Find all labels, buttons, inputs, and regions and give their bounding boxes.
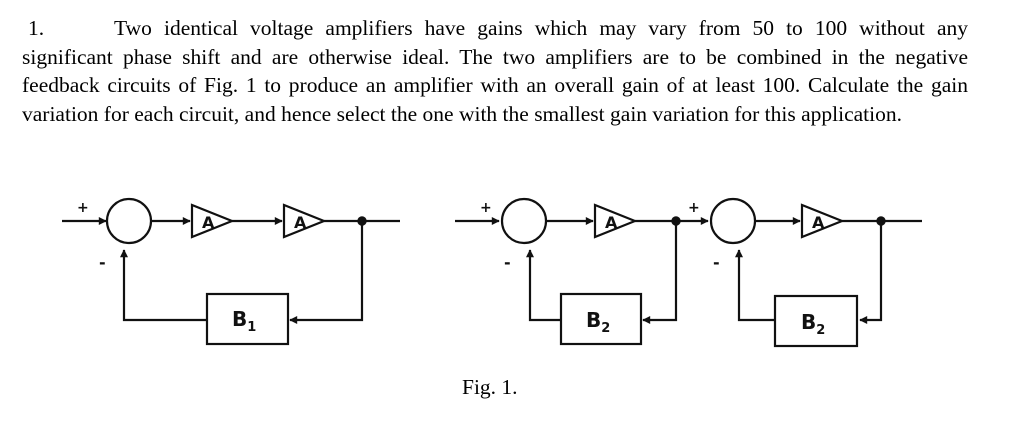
circuit2-amplifier-1 bbox=[593, 203, 638, 239]
circuit2-feedback1-left-path bbox=[526, 249, 561, 322]
circuit2-amplifier-2 bbox=[800, 203, 845, 239]
circuit1-plus-sign: + bbox=[77, 200, 89, 216]
circuit2-minus-sign-1: - bbox=[504, 253, 511, 272]
circuit-1 bbox=[62, 197, 400, 346]
circuit2-minus-sign-2: - bbox=[713, 253, 720, 272]
circuit2-feedback2-right-path bbox=[859, 221, 883, 324]
circuit1-amplifier-2 bbox=[282, 203, 327, 239]
problem-statement: 1.Two identical voltage amplifiers have … bbox=[22, 14, 968, 128]
circuit1-amp1-label: A bbox=[202, 213, 215, 232]
circuit1-summing-junction bbox=[105, 197, 153, 245]
circuit-2-stage-1 bbox=[455, 197, 709, 346]
circuit2-feedback2-left-path bbox=[735, 249, 775, 322]
circuit2-amp1-label: A bbox=[605, 213, 618, 232]
circuit1-amplifier-1 bbox=[190, 203, 235, 239]
circuit2-plus-sign-1: + bbox=[480, 200, 492, 216]
figure-caption: Fig. 1. bbox=[462, 375, 518, 399]
circuit2-feedback2-label: B2 bbox=[801, 310, 825, 338]
circuit1-feedback-left-path bbox=[120, 249, 207, 322]
circuit2-plus-sign-2: + bbox=[688, 200, 700, 216]
circuit1-feedback-label: B1 bbox=[232, 307, 256, 335]
problem-number: 1. bbox=[28, 16, 45, 40]
problem-text: Two identical voltage amplifiers have ga… bbox=[22, 16, 968, 126]
circuit-2-stage-2 bbox=[709, 197, 922, 348]
circuit1-feedback-right-path bbox=[289, 221, 364, 324]
circuit2-feedback1-right-path bbox=[642, 221, 678, 324]
circuit2-summing-junction-2 bbox=[709, 197, 757, 245]
circuit2-amp2-label: A bbox=[812, 213, 825, 232]
circuit2-summing-junction-1 bbox=[500, 197, 548, 245]
circuit2-feedback1-label: B2 bbox=[586, 308, 610, 336]
circuit1-feedback-block bbox=[205, 292, 290, 346]
circuit1-amp2-label: A bbox=[294, 213, 307, 232]
circuit1-minus-sign: - bbox=[99, 253, 106, 272]
